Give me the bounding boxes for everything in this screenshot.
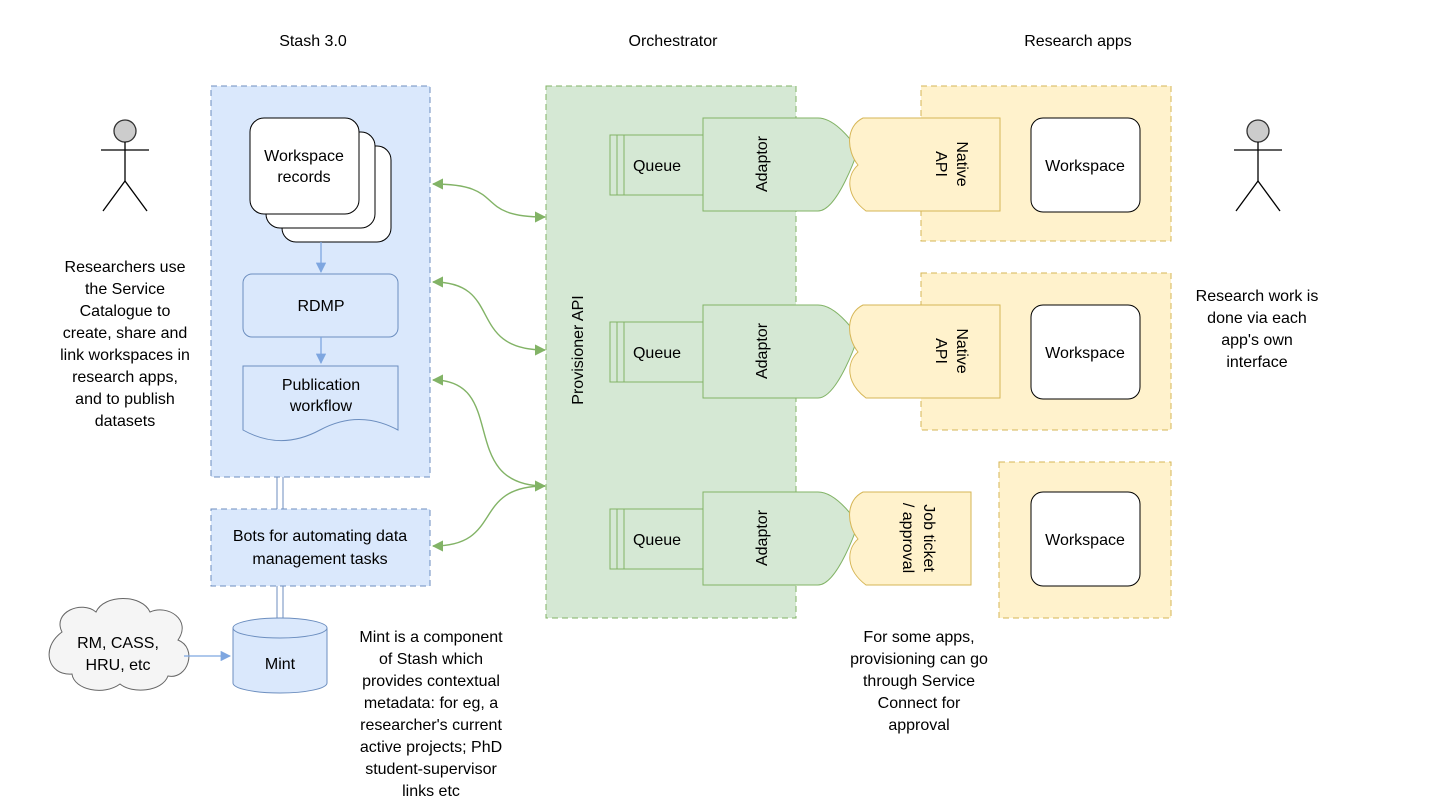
svg-text:Connect for: Connect for [878,695,961,712]
workspace-records-stack[interactable]: Workspace records [249,117,392,243]
svg-text:Mint is a component: Mint is a component [359,629,503,646]
workspace-box-1[interactable] [1030,117,1141,213]
svg-text:Catalogue to: Catalogue to [80,303,171,320]
svg-text:of Stash which: of Stash which [379,651,483,668]
mint-note: Mint is a component of Stash which provi… [359,629,503,800]
svg-text:student-supervisor: student-supervisor [365,761,497,778]
publication-workflow-box[interactable] [242,365,399,441]
svg-text:Researchers use: Researchers use [65,259,186,276]
svg-text:create, share and: create, share and [63,325,188,342]
connector-records-to-orchestrator [431,178,547,223]
job-ticket-box[interactable] [849,491,972,586]
job-ticket-label-a: Job ticket [920,504,937,572]
native-api-label-1a: Native [953,141,970,186]
svg-text:the Service: the Service [85,281,165,298]
external-sources-label-2: HRU, etc [86,657,151,674]
svg-text:researcher's current: researcher's current [360,717,502,734]
connector-bots-to-orchestrator [431,485,546,552]
service-connect-note: For some apps, provisioning can go throu… [850,629,988,734]
publication-workflow-label-2: workflow [289,398,353,415]
queue-label-1: Queue [633,158,681,175]
stash-to-bots-link [276,477,284,509]
bots-label-1: Bots for automating data [233,528,407,545]
column-title-orchestrator: Orchestrator [629,33,719,50]
orchestrator-row-2: Queue Adaptor [609,304,859,399]
provisioner-api-label: Provisioner API [570,295,587,404]
job-ticket-label-b: / approval [899,503,916,573]
native-api-box-2[interactable] [849,304,1001,399]
publication-workflow-label-1: Publication [282,377,360,394]
workspace-records-label-1: Workspace [264,148,344,165]
column-title-research-apps: Research apps [1024,33,1132,50]
svg-text:through Service: through Service [863,673,975,690]
adaptor-box-1[interactable] [702,117,859,212]
mint-database[interactable]: Mint [232,617,328,694]
researchers-note: Researchers use the Service Catalogue to… [60,259,190,430]
svg-text:research apps,: research apps, [72,369,178,386]
rdmp-label: RDMP [297,298,344,315]
mint-label: Mint [265,656,296,673]
connector-rdmp-to-orchestrator [431,276,547,356]
svg-text:interface: interface [1226,354,1287,371]
svg-text:datasets: datasets [95,413,155,430]
native-api-label-2a: Native [953,328,970,373]
svg-text:link workspaces in: link workspaces in [60,347,190,364]
svg-text:provisioning can go: provisioning can go [850,651,988,668]
external-sources-cloud: RM, CASS, HRU, etc [48,598,190,691]
queue-box-2[interactable]: Queue [609,321,706,383]
svg-text:active projects; PhD: active projects; PhD [360,739,502,756]
queue-label-3: Queue [633,532,681,549]
svg-text:For some apps,: For some apps, [863,629,974,646]
workspace-box-2[interactable] [1030,304,1141,400]
adaptor-box-3[interactable] [702,491,859,586]
queue-label-2: Queue [633,345,681,362]
adaptor-label-2: Adaptor [754,322,771,379]
native-api-label-1b: API [932,151,949,177]
workspace-label-2: Workspace [1045,345,1125,362]
svg-text:links etc: links etc [402,783,460,800]
native-api-box-1[interactable] [849,117,1001,212]
svg-text:and to publish: and to publish [75,391,175,408]
orchestrator-row-1: Queue Adaptor [609,117,859,212]
column-title-stash: Stash 3.0 [279,33,347,50]
svg-text:metadata: for eg, a: metadata: for eg, a [364,695,498,712]
svg-text:Research work is: Research work is [1196,288,1319,305]
queue-box-3[interactable]: Queue [609,508,706,570]
bots-label-2: management tasks [252,551,387,568]
native-api-label-2b: API [932,338,949,364]
external-sources-label-1: RM, CASS, [77,635,159,652]
researcher-actor-left [101,119,149,212]
svg-text:done via each: done via each [1207,310,1307,327]
adaptor-label-3: Adaptor [754,509,771,566]
queue-box-1[interactable]: Queue [609,134,706,196]
adaptor-label-1: Adaptor [754,135,771,192]
bots-to-mint-link [276,586,284,618]
svg-text:approval: approval [888,717,949,734]
bots-box[interactable] [210,508,431,587]
research-work-note: Research work is done via each app's own… [1196,288,1319,371]
workspace-label-3: Workspace [1045,532,1125,549]
svg-text:provides contextual: provides contextual [362,673,500,690]
adaptor-box-2[interactable] [702,304,859,399]
svg-text:app's own: app's own [1221,332,1293,349]
workspace-box-3[interactable] [1030,491,1141,587]
connector-publication-to-orchestrator [431,374,547,492]
workspace-records-label-2: records [277,169,330,186]
workspace-label-1: Workspace [1045,158,1125,175]
orchestrator-row-3: Queue Adaptor [609,491,859,586]
researcher-actor-right [1234,119,1282,212]
